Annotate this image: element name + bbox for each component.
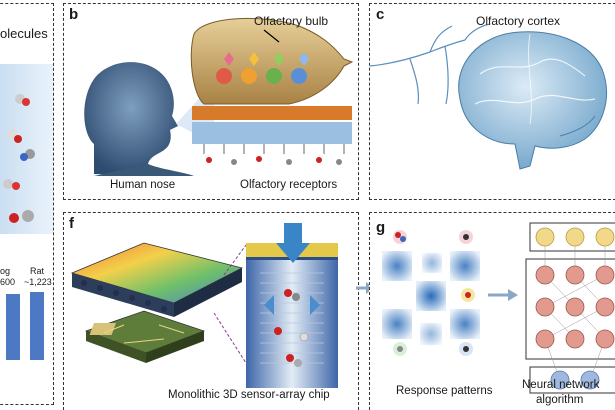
brain-illustration bbox=[458, 31, 608, 170]
molecule-cluster bbox=[3, 94, 35, 223]
panel-c: c Olfactory cortex bbox=[369, 3, 615, 200]
panel-f: f Monolithic 3D sensor-array chip bbox=[63, 212, 359, 410]
nerve-branches bbox=[370, 23, 491, 105]
panel-f-label: f bbox=[69, 215, 74, 232]
odor-molecules bbox=[206, 156, 342, 165]
circuit-chip bbox=[84, 310, 206, 363]
panel-b-art bbox=[84, 18, 354, 176]
response-pattern-heatmaps bbox=[382, 251, 480, 345]
response-patterns-label: Response patterns bbox=[396, 385, 493, 397]
bar-dog bbox=[6, 294, 20, 360]
panel-g: g Response patterns Neural network algor… bbox=[369, 212, 615, 410]
bar-value-rat: ~1,223 bbox=[24, 277, 52, 287]
gas-flow-arrow bbox=[276, 223, 310, 263]
olfactory-cortex-label: Olfactory cortex bbox=[476, 14, 561, 28]
human-nose-label: Human nose bbox=[110, 179, 176, 191]
panel-a-art bbox=[0, 64, 53, 360]
bar-label-dog: og bbox=[0, 266, 11, 276]
olfactory-bulb-illustration bbox=[190, 18, 354, 105]
panel-g-art bbox=[382, 222, 615, 394]
panel-c-label: c bbox=[376, 6, 385, 23]
panel-a-title: olecules bbox=[0, 26, 48, 41]
epithelium-mid-layer bbox=[192, 122, 352, 144]
chip-caption: Monolithic 3D sensor-array chip bbox=[168, 389, 330, 401]
bar-rat bbox=[30, 292, 44, 360]
human-head-illustration bbox=[84, 62, 194, 176]
molecule-icons bbox=[393, 230, 475, 356]
receptor-cilia bbox=[203, 144, 345, 154]
panel-c-art bbox=[370, 23, 608, 170]
panel-a: olecules og 600 Rat ~1,223 bbox=[0, 3, 54, 405]
bar-value-dog: 600 bbox=[0, 277, 16, 287]
olfactory-receptors-label: Olfactory receptors bbox=[240, 179, 338, 191]
sensor-cross-section bbox=[246, 223, 338, 388]
panel-g-label: g bbox=[376, 219, 386, 236]
panel-f-art bbox=[70, 223, 338, 388]
sensor-array-chip bbox=[70, 242, 244, 317]
panel-b: b Olfactory bulb Human nose Olfactory re… bbox=[63, 3, 359, 200]
epithelium-top-layer bbox=[192, 106, 352, 120]
olfactory-bulb-label: Olfactory bulb bbox=[254, 14, 329, 28]
neural-network-diagram bbox=[525, 222, 615, 394]
neural-network-label-line1: Neural network bbox=[522, 379, 600, 391]
neural-network-label-line2: algorithm bbox=[536, 394, 584, 406]
panel-b-label: b bbox=[69, 6, 79, 23]
bar-label-rat: Rat bbox=[30, 266, 45, 276]
